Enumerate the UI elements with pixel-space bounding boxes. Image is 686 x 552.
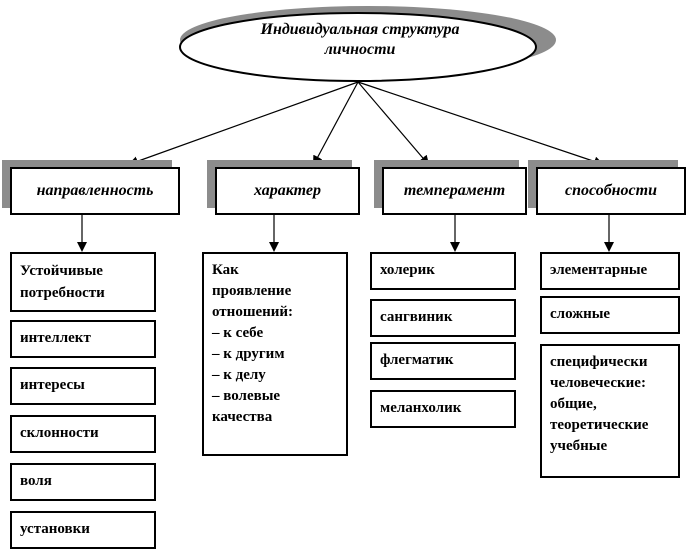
item-specificheski-chelovecheskie: специфически человеческие: общие, теорет… bbox=[540, 344, 680, 478]
item-harakter-otnosheniya: Как проявление отношений: – к себе – к д… bbox=[202, 252, 348, 456]
root-title: Индивидуальная структура личности bbox=[260, 21, 460, 58]
header-napravlennost: направленность bbox=[10, 167, 180, 215]
item-volya: воля bbox=[10, 463, 156, 501]
header-temperament: темперамент bbox=[382, 167, 527, 215]
item-elementarnye: элементарные bbox=[540, 252, 680, 290]
item-sklonnosti: склонности bbox=[10, 415, 156, 453]
item-interesy: интересы bbox=[10, 367, 156, 405]
header-sposobnosti: способности bbox=[536, 167, 686, 215]
item-flegmatik: флегматик bbox=[370, 342, 516, 380]
item-sangvinik: сангвиник bbox=[370, 299, 516, 337]
item-melanholik: меланхолик bbox=[370, 390, 516, 428]
item-ustoychivye-potrebnosti: Устойчивые потребности bbox=[10, 252, 156, 312]
item-holerik: холерик bbox=[370, 252, 516, 290]
arrow-root-to-napravlennost bbox=[128, 81, 359, 166]
arrow-root-to-sposobnosti bbox=[357, 81, 604, 167]
item-slozhnye: сложные bbox=[540, 296, 680, 334]
arrow-root-to-harakter bbox=[313, 81, 359, 166]
item-intellekt: интеллект bbox=[10, 320, 156, 358]
item-ustanovki: установки bbox=[10, 511, 156, 549]
root-ellipse bbox=[179, 12, 537, 82]
header-harakter: характер bbox=[215, 167, 360, 215]
arrow-root-to-temperament bbox=[357, 81, 430, 166]
